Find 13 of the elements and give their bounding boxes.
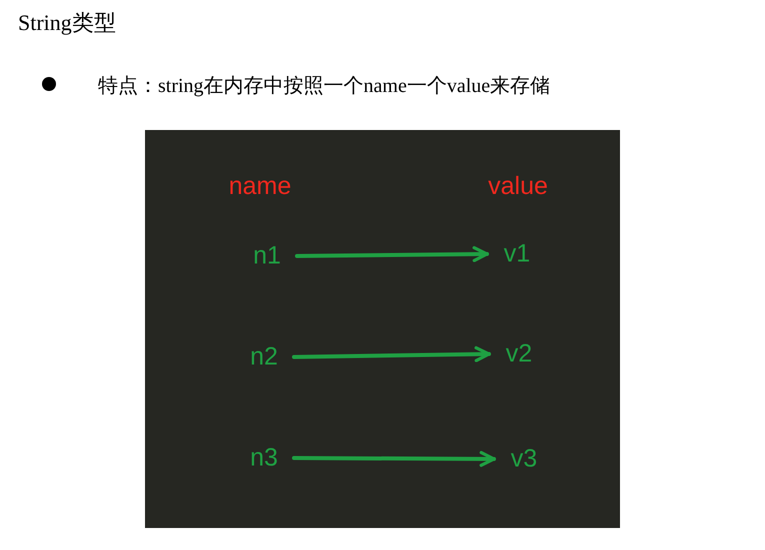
node-text: v2 [489, 340, 549, 368]
node-text: v1 [487, 240, 547, 268]
arrow [295, 246, 489, 262]
arrow [292, 450, 496, 467]
bullet-text: 特点：string在内存中按照一个name一个value来存储 [98, 74, 550, 99]
column-header: name [228, 172, 292, 201]
node-text: n3 [234, 444, 294, 472]
node-text: v3 [494, 444, 554, 474]
node-text: n1 [237, 242, 297, 270]
column-header: value [488, 172, 548, 201]
node-text: n2 [234, 342, 294, 372]
arrow [292, 346, 491, 362]
title: String类型 [18, 9, 116, 37]
